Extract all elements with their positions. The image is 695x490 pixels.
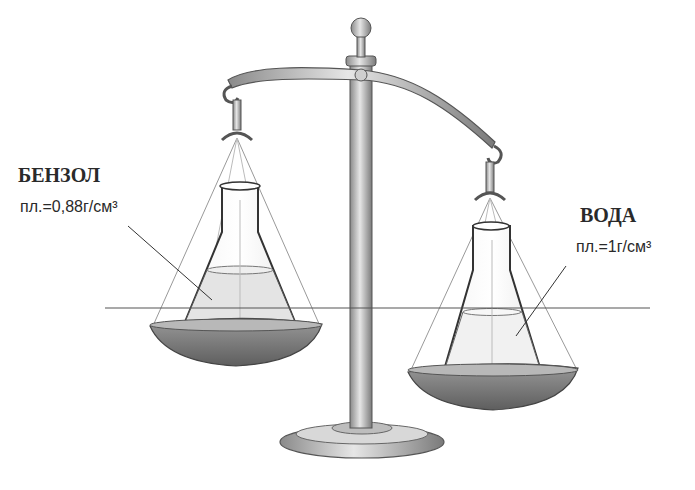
substance-name: ВОДА [580,204,636,226]
density-label: пл.=1г/см³ [576,238,651,256]
density-label: пл.=0,88г/см³ [20,198,118,216]
substance-name: БЕНЗОЛ [18,164,100,186]
